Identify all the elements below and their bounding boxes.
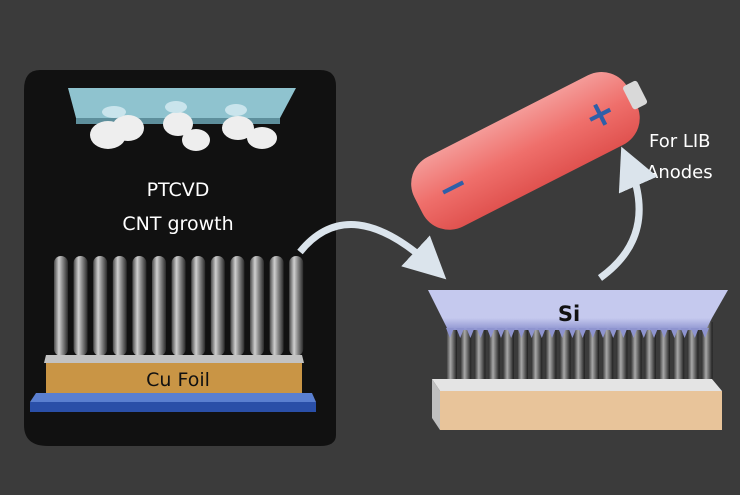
coated-nanotube [517, 322, 528, 382]
silicon-drip [609, 328, 618, 338]
coated-nanotube [644, 322, 656, 382]
silicon-drip [619, 328, 628, 338]
coated-nanotube [616, 322, 628, 382]
carbon-nanotube [230, 256, 245, 356]
blue-base-layer [30, 402, 316, 412]
carbon-nanotube [269, 256, 284, 356]
cnt-forest-right [446, 322, 713, 382]
coated-nanotube [545, 322, 557, 382]
plasma-source [68, 88, 296, 151]
right-cu-layer [440, 391, 722, 430]
silicon-drip [456, 328, 465, 338]
silicon-drip [588, 328, 597, 338]
coated-nanotube [531, 322, 543, 382]
silicon-drip [639, 328, 648, 338]
silicon-drip [701, 328, 709, 338]
silicon-drip [568, 328, 577, 338]
application-label-line1: For LIB [649, 131, 711, 152]
carbon-nanotube [191, 256, 206, 356]
silicon-drip [517, 328, 526, 338]
silicon-label: Si [558, 302, 580, 326]
left-substrate-stack [30, 355, 316, 412]
coated-nanotube [474, 322, 486, 382]
cu-foil-label: Cu Foil [146, 369, 210, 391]
coated-nanotube [573, 322, 585, 382]
coated-nanotube [659, 322, 670, 382]
carbon-nanotube [210, 256, 225, 356]
process-label-line2: CNT growth [122, 213, 233, 235]
coated-nanotube [502, 322, 514, 382]
coated-nanotube [701, 322, 713, 382]
silicon-drip [558, 328, 567, 338]
right-substrate-stack [432, 379, 722, 430]
cu-foil-layer [46, 363, 302, 393]
silicon-drip [599, 328, 607, 338]
silicon-drip [670, 328, 679, 338]
silicon-drip [497, 328, 505, 338]
battery: − + [411, 72, 648, 230]
silicon-drip [466, 328, 475, 338]
coated-nanotube [602, 322, 614, 382]
silicon-drip [446, 328, 454, 338]
silicon-drip [680, 328, 689, 338]
silicon-drip [660, 328, 669, 338]
carbon-nanotube [250, 256, 264, 356]
silicon-drip [578, 328, 587, 338]
carbon-nanotube [152, 256, 166, 356]
coated-nanotube [673, 322, 685, 382]
silicon-drip [507, 328, 516, 338]
carbon-nanotube [93, 256, 108, 356]
coated-nanotube [460, 322, 472, 382]
carbon-nanotube [54, 256, 68, 356]
coated-nanotube [588, 322, 599, 382]
silicon-drip [690, 328, 699, 338]
transfer-arrow [297, 221, 447, 280]
coated-nanotube [630, 322, 642, 382]
silicon-drip [629, 328, 638, 338]
silicon-drip [650, 328, 658, 338]
coated-nanotube [446, 322, 457, 382]
carbon-nanotube [132, 256, 147, 356]
process-label-line1: PTCVD [147, 179, 210, 201]
carbon-nanotube [171, 256, 186, 356]
carbon-nanotube [289, 256, 304, 356]
silicon-drip [527, 328, 536, 338]
silicon-drip [548, 328, 556, 338]
carbon-nanotube [112, 256, 127, 356]
application-arrow [597, 146, 658, 281]
silicon-drip [486, 328, 495, 338]
coated-nanotube [559, 322, 571, 382]
coated-nanotube [488, 322, 500, 382]
application-label-line2: Anodes [646, 162, 713, 183]
silicon-coating [428, 290, 728, 338]
cnt-forest-left [54, 256, 304, 356]
silicon-drip [476, 328, 485, 338]
silicon-drip [537, 328, 546, 338]
coated-nanotube [687, 322, 699, 382]
carbon-nanotube [73, 256, 88, 356]
